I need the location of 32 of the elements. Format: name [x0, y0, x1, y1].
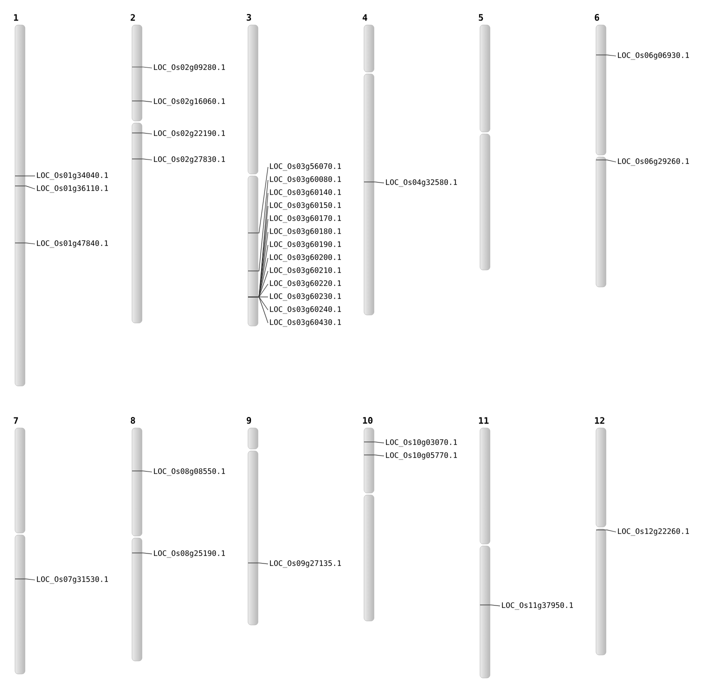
- chromosome-number: 7: [14, 417, 18, 424]
- chromosome-number: 10: [363, 416, 372, 424]
- leader-line: [132, 132, 152, 134]
- chromosome-number: 6: [594, 14, 600, 21]
- leader-line: [596, 160, 616, 162]
- leader-line: [132, 66, 152, 68]
- leader-line: [14, 186, 36, 190]
- chromosome-number: 1: [14, 14, 18, 21]
- leader-line: [248, 296, 268, 324]
- chromosome-number: 3: [246, 14, 252, 21]
- leader-line: [364, 442, 384, 444]
- leader-line: [248, 180, 268, 272]
- chromosome-number: 12: [595, 417, 604, 424]
- leader-line: [596, 530, 616, 532]
- leader-line: [248, 562, 268, 564]
- leader-line: [132, 100, 152, 102]
- leader-line: [364, 182, 384, 184]
- leader-line: [132, 552, 152, 554]
- leader-line: [132, 470, 152, 472]
- leader-line: [14, 242, 36, 244]
- chromosome-number: 4: [362, 14, 368, 21]
- chromosome-number: 5: [478, 14, 484, 21]
- chromosome-number: 9: [246, 417, 252, 424]
- chromosome-number: 11: [479, 417, 489, 424]
- chromosome-number: 2: [130, 14, 135, 21]
- leader-line: [480, 604, 500, 606]
- leader-line: [14, 578, 36, 580]
- leader-line: [364, 454, 384, 456]
- leader-line: [596, 54, 616, 56]
- leader-line: [248, 166, 268, 234]
- chromosome-number: 8: [130, 416, 136, 424]
- leader-line: [132, 158, 152, 160]
